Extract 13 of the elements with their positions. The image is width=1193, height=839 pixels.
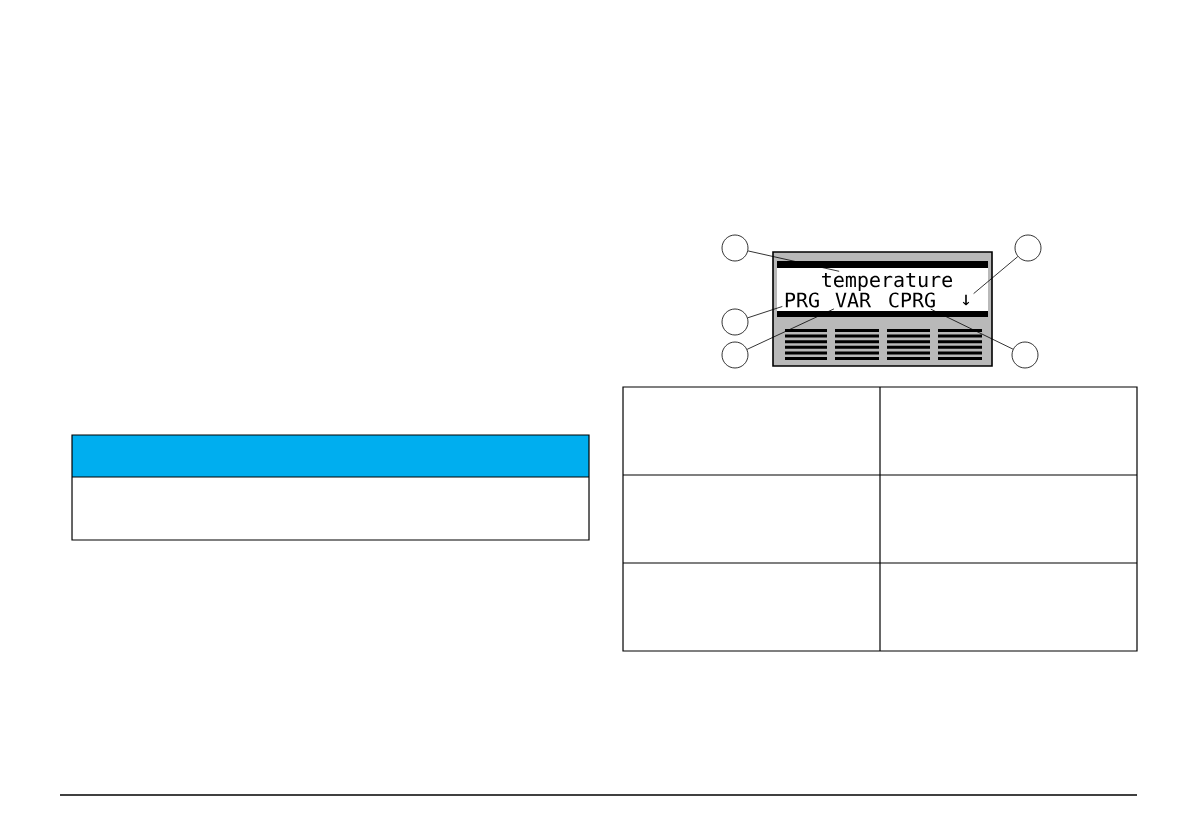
- leader-line: [973, 256, 1019, 294]
- leader-line: [747, 250, 840, 272]
- display-text: PRG: [785, 292, 819, 308]
- leader-line: [747, 306, 783, 319]
- callout-circle: [721, 341, 749, 369]
- callout-circle: [721, 308, 749, 336]
- callout-circle: [1011, 341, 1039, 369]
- callout-circle: [721, 234, 749, 262]
- display-text: VAR: [835, 292, 872, 308]
- display-text: CPRG: [889, 292, 935, 308]
- display-text: temperature: [822, 272, 953, 292]
- callout-circle: [1014, 234, 1042, 262]
- display-text: ↓: [962, 294, 970, 306]
